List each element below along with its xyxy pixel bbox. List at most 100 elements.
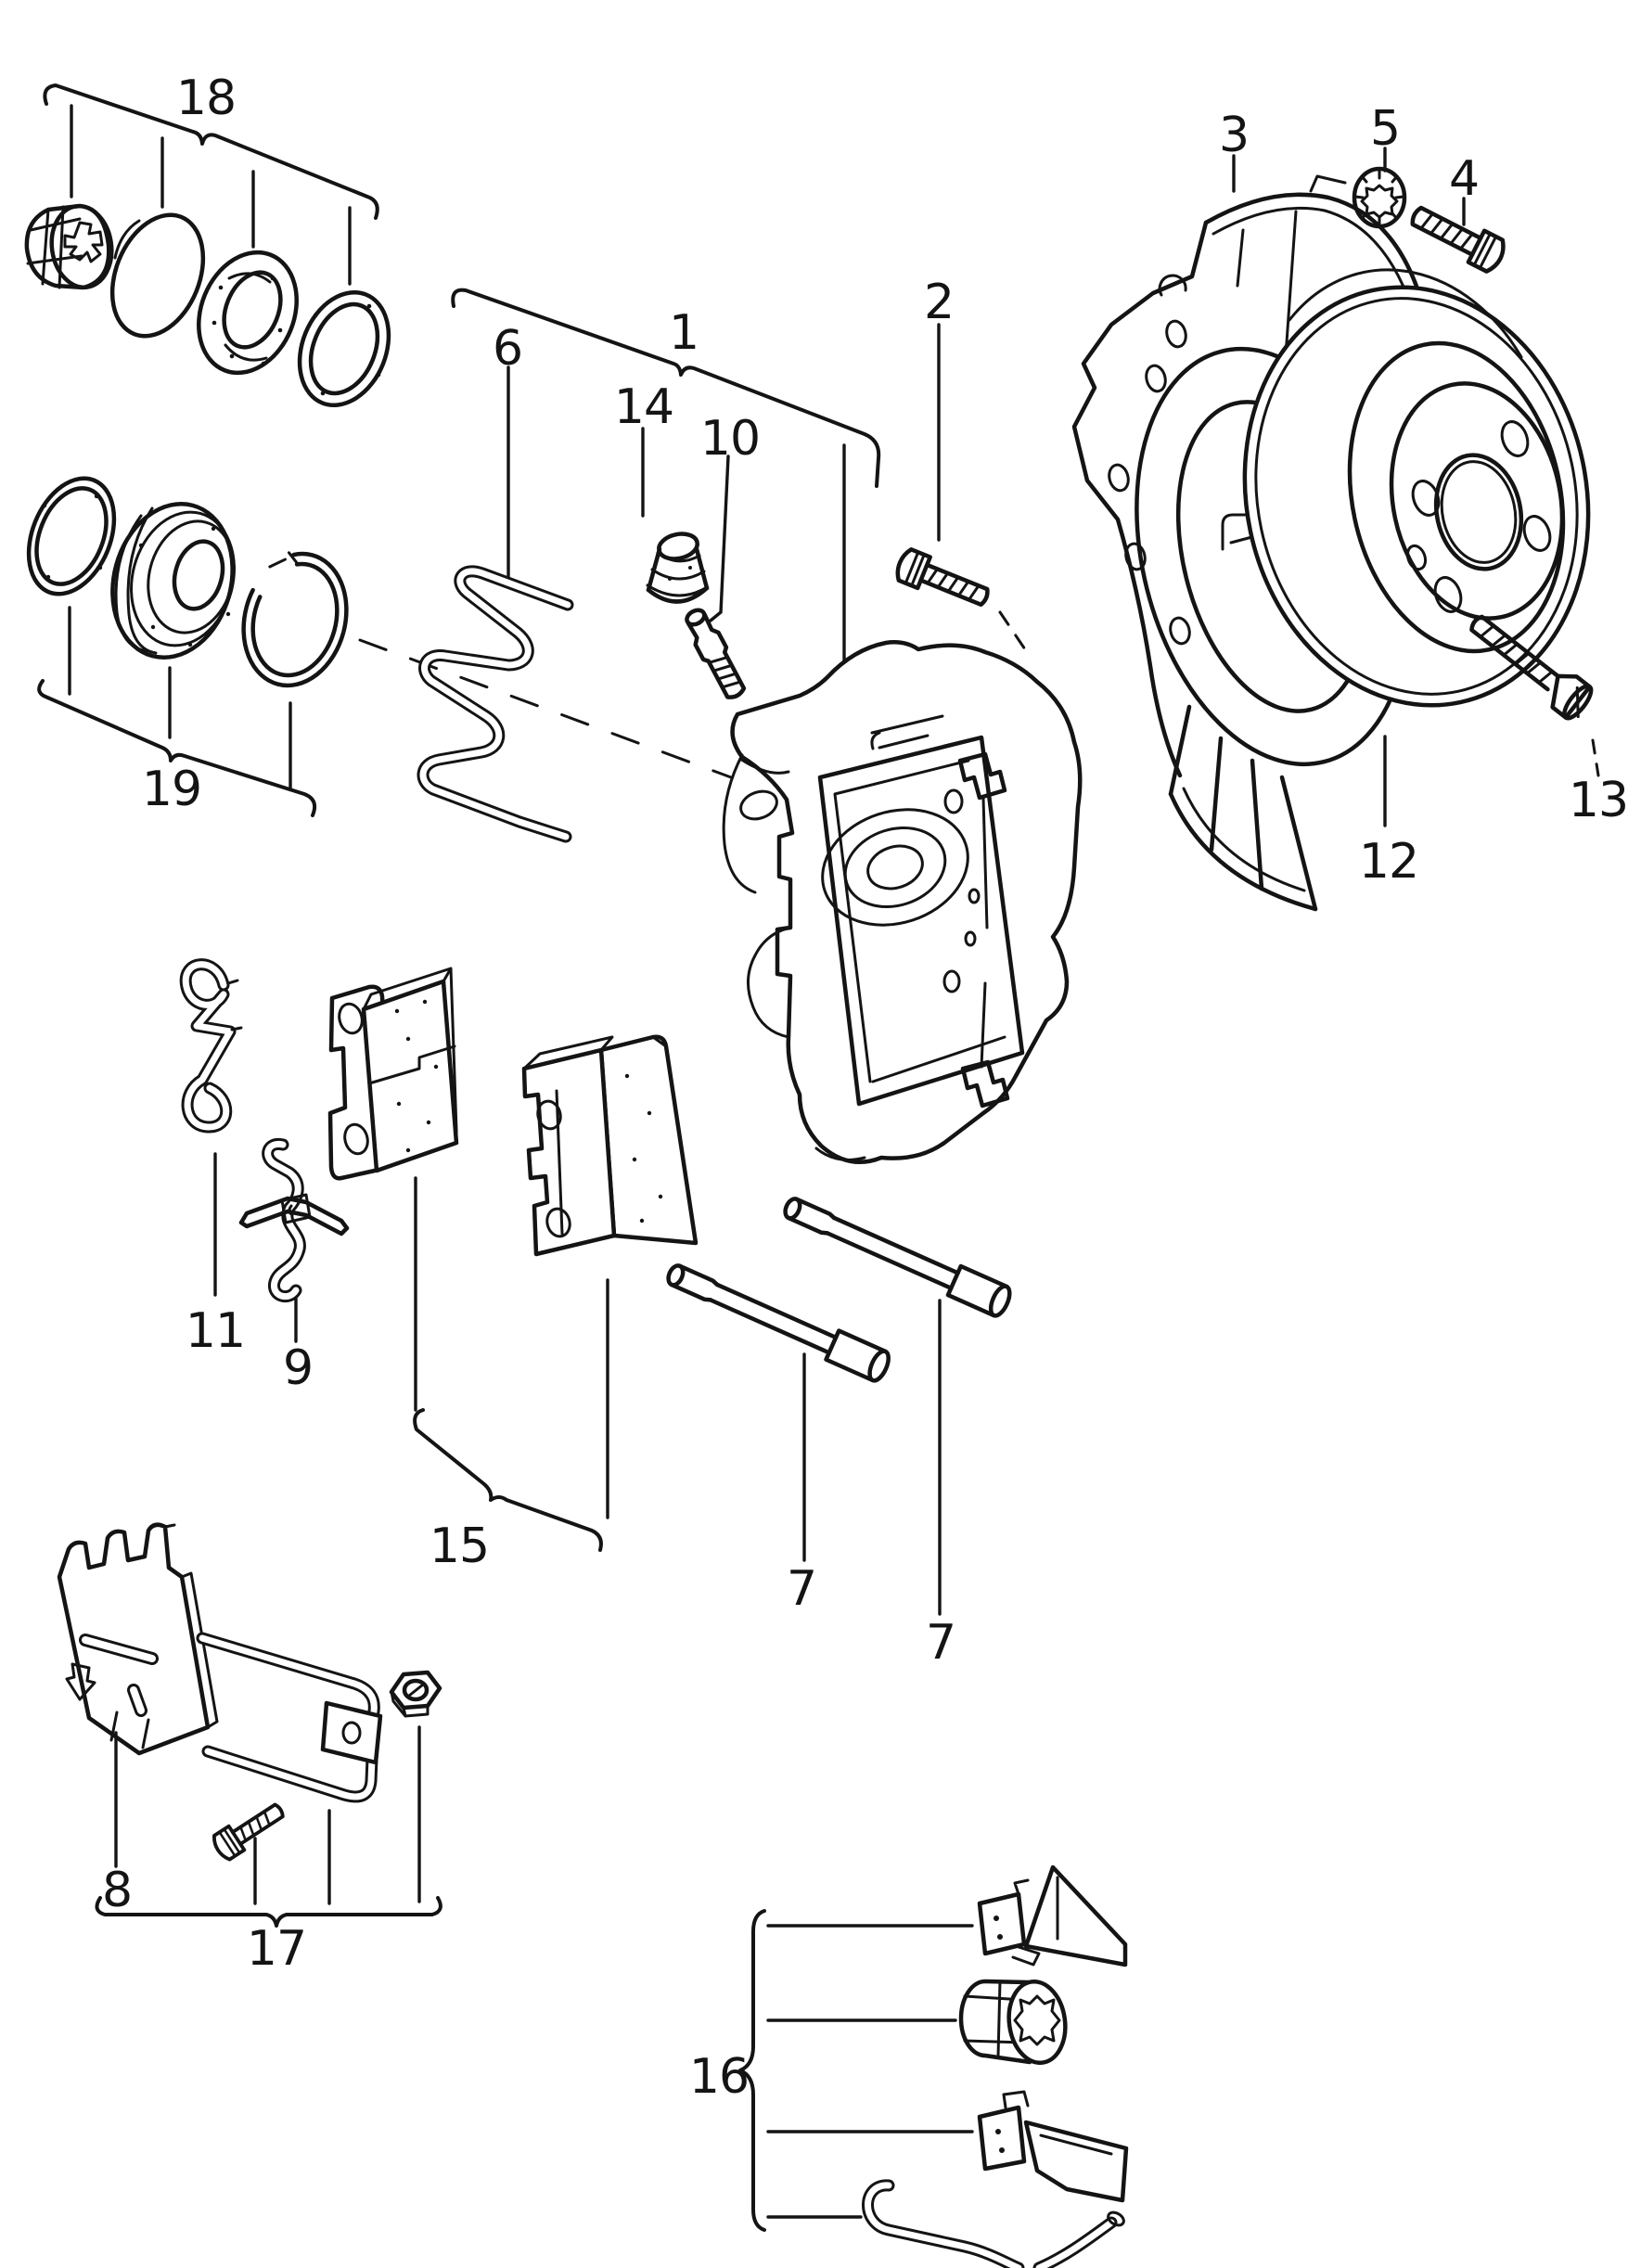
bleeder-shank (706, 649, 747, 699)
shield-flange-holes (1108, 319, 1191, 646)
thin-ring-stipple (42, 493, 103, 580)
group-16-sensor-kit (738, 1864, 1129, 2268)
dust-cap (646, 532, 710, 604)
label-8: 8 (102, 1863, 132, 1918)
bleeder-valve (685, 608, 747, 699)
sensor-bracket-lower (977, 2090, 1129, 2203)
hex-bolt-17 (212, 1802, 285, 1862)
caliper-bottom-detail (814, 1019, 1048, 1161)
grease-seal (197, 250, 299, 376)
seal-stipple (212, 275, 283, 366)
o-ring-gasket (109, 212, 206, 339)
caliper-piston-boot (821, 808, 969, 927)
hex-nut (389, 1670, 442, 1718)
label-19: 19 (142, 762, 201, 817)
part-2-mounting-bolt (895, 323, 1027, 651)
cap-stipple (668, 566, 696, 596)
circlip (241, 551, 349, 688)
assembly-axis-dashed (358, 638, 733, 779)
shield-top-arc (1203, 192, 1426, 309)
outer-pad (521, 1034, 699, 1257)
countersunk-screw (1469, 614, 1594, 721)
label-14: 14 (614, 379, 673, 435)
wire-end-cap (1107, 2210, 1125, 2227)
hub-cap-star-cutout (63, 221, 104, 263)
bolt4-shaft (1410, 205, 1483, 257)
seal-outer (197, 250, 299, 376)
shield-notch (1158, 274, 1187, 297)
serrated-washer (1352, 166, 1407, 229)
disc-lug-holes (1405, 420, 1552, 613)
part-7-guide-pin-lower (666, 1263, 891, 1383)
label-3: 3 (1219, 108, 1249, 163)
cap-bottom (646, 585, 710, 604)
caliper-spring-seen-through (870, 714, 944, 750)
bolt2-facets (904, 550, 926, 587)
wheel-bearing (110, 501, 236, 660)
ring-inner (308, 301, 380, 396)
sensor1-block-detail (1011, 1878, 1041, 1967)
pin-a-end (824, 1328, 888, 1383)
sensor3-wedge-line (1039, 2133, 1113, 2156)
pin-b-end-face (988, 1284, 1012, 1318)
bolt4-facets (1472, 232, 1498, 270)
part-7-guide-pin-upper (783, 1197, 1012, 1318)
disc-rim-inner (1254, 297, 1579, 696)
seal-lip-arc (224, 272, 272, 362)
bracket-15 (413, 1408, 603, 1552)
part-10-bleeder-valve (685, 455, 747, 699)
screw-slot (1575, 686, 1580, 719)
circlip-inner (250, 561, 340, 678)
label-5: 5 (1370, 101, 1400, 157)
sensor3-wedge (1023, 2120, 1129, 2203)
part-4-hex-bolt (1410, 197, 1506, 274)
inner-pad-hole-bottom (343, 1122, 369, 1156)
sensor-wire-spring (862, 2179, 1125, 2268)
label-15: 15 (429, 1518, 489, 1574)
clip11-inner (182, 961, 234, 1131)
outer-pad-stipple (624, 1073, 663, 1224)
wire-bracket-tab-hole (341, 1721, 362, 1745)
caliper-left-lobe-arcs (722, 753, 792, 1039)
ring-stipple (313, 303, 381, 396)
bearing-bore (172, 539, 225, 611)
disc-outer (1242, 285, 1591, 708)
spring9-horizontal (238, 1196, 350, 1237)
inner-pad-top-face (362, 967, 458, 1145)
disc-hub-face (1389, 381, 1565, 621)
leader-10 (709, 455, 730, 622)
part-14-dust-cap (641, 427, 710, 604)
outer-pad-top-face (522, 1035, 668, 1070)
disc-rim-arc (1288, 268, 1523, 359)
clip-wire-inner (419, 568, 571, 840)
pin-a-neck (669, 1263, 720, 1302)
shield-fan-blades (1168, 704, 1318, 912)
hub-cap-side-seams (26, 205, 83, 289)
label-13: 13 (1569, 773, 1628, 828)
outer-pad-hole-bottom (545, 1207, 571, 1238)
caliper-small-holes (942, 788, 981, 993)
label-10: 10 (700, 411, 760, 467)
part-6-spring-clip (417, 365, 574, 843)
callout-labels: 18 19 1 6 14 10 2 3 5 4 12 13 11 9 15 7 … (102, 70, 1629, 2105)
outer-pad-block (598, 1034, 699, 1246)
pin-a-end-face (867, 1349, 891, 1383)
screw-threads (1479, 624, 1554, 685)
bracket-19 (37, 679, 317, 817)
part-13-set-screw (1469, 614, 1600, 777)
caliper-lug-hole (739, 789, 778, 821)
caliper-lug-line (738, 757, 790, 775)
brace-16 (738, 1909, 766, 2232)
plug-band (958, 1979, 1032, 2065)
plug-face (1006, 1979, 1068, 2066)
group-17-bracket-kit (95, 1632, 442, 1928)
label-2: 2 (924, 275, 954, 330)
bearing-shell-left (114, 506, 158, 655)
label-17: 17 (247, 1921, 306, 1977)
group-18-hub-cap-kit (24, 83, 391, 408)
hex-bolt-2 (895, 547, 990, 608)
clip11-nib (226, 979, 243, 1031)
group-15-brake-pads (327, 967, 699, 1552)
label-4: 4 (1449, 151, 1479, 207)
